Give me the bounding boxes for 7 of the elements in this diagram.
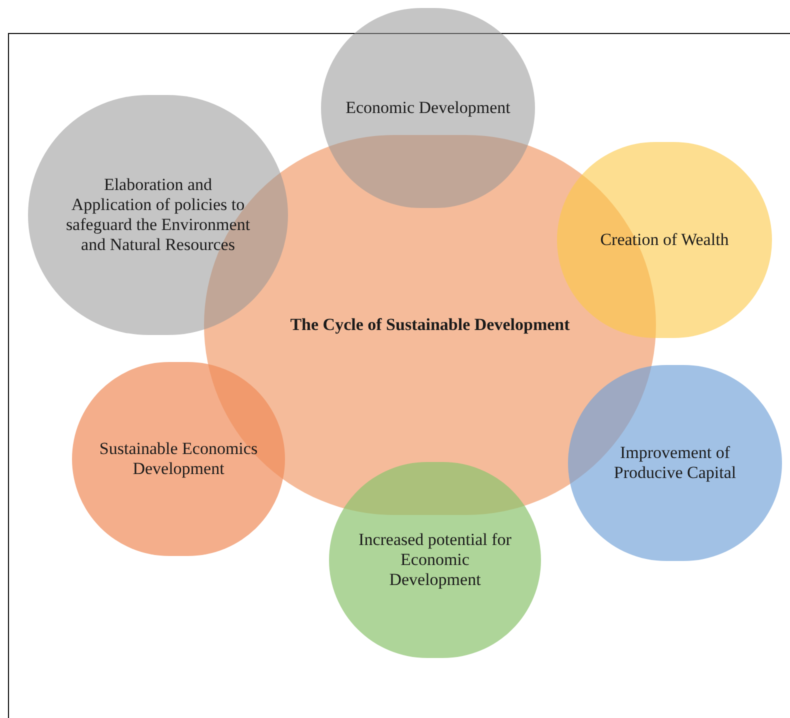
circle-label: Economic Development	[346, 98, 510, 118]
circle-label: The Cycle of Sustainable Development	[290, 315, 570, 335]
circle-label: Elaboration and Application of policies to safeguard the Environment and Natural Resources	[64, 175, 252, 255]
circle-label: Sustainable Economics Development	[98, 439, 259, 479]
circle-label: Improvement of Producive Capital	[612, 443, 738, 483]
circle-label: Creation of Wealth	[600, 230, 729, 250]
circle-label: Increased potential for Economic Development	[358, 530, 512, 590]
